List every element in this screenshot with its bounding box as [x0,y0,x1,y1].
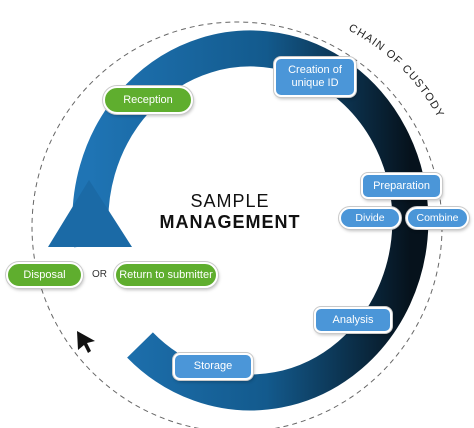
up-arrow-icon [48,180,132,247]
combine-box: Combine [406,207,469,229]
reception-box: Reception [103,86,193,114]
disposal-box: Disposal [6,262,83,288]
divide-box: Divide [339,207,401,229]
return-to-submitter-box: Return to submitter [114,262,218,288]
pointer-icon [77,331,95,353]
title-line-management: MANAGEMENT [159,212,301,232]
preparation-box: Preparation [361,173,442,199]
or-label: OR [92,269,107,280]
title-line-sample: SAMPLE [190,191,270,211]
creation-of-unique-id-box: Creation of unique ID [274,57,356,97]
analysis-box: Analysis [314,307,392,333]
page-title: SAMPLE MANAGEMENT [150,191,310,233]
storage-box: Storage [173,353,253,380]
